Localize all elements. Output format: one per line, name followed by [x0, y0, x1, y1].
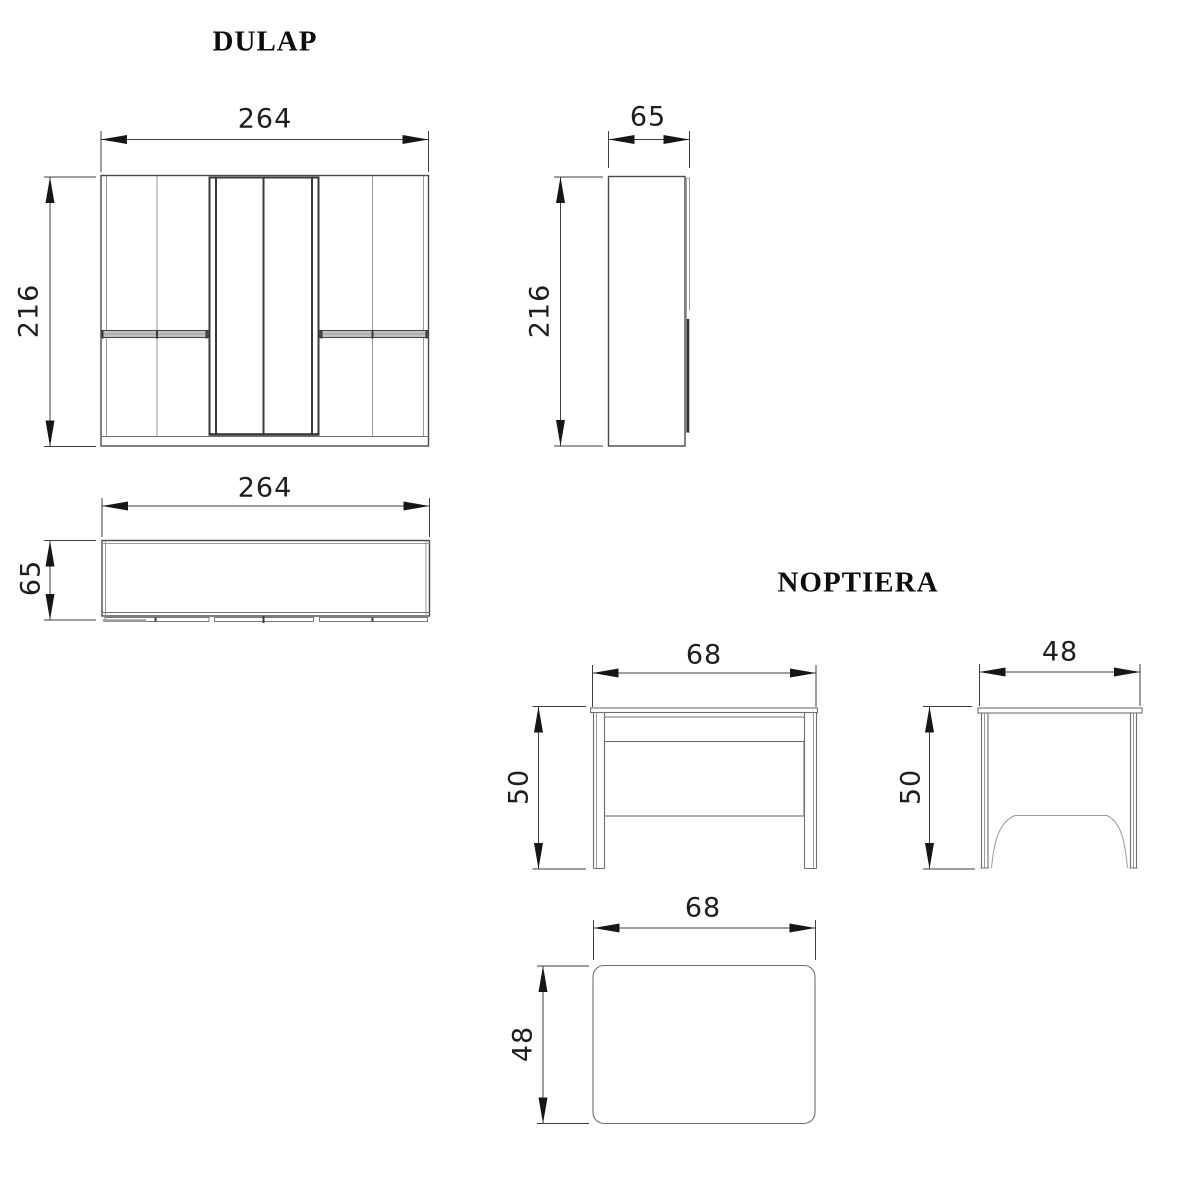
- arrow-left-icon: [608, 135, 635, 144]
- noptiera-side-height-dimension-lines: [923, 706, 975, 870]
- wardrobe-front-outline: [100, 174, 430, 447]
- arrow-up-icon: [556, 177, 565, 203]
- dulap-front-height-dimension-lines: [44, 176, 96, 447]
- dulap-side-width-dimension-lines: [608, 131, 690, 168]
- dulap-side-height-label: 216: [524, 283, 556, 339]
- arrow-up-icon: [45, 540, 55, 567]
- dulap-side-view: [554, 131, 690, 447]
- arrow-right-icon: [402, 135, 429, 144]
- noptiera-front-height-dimension-lines: [532, 706, 586, 870]
- noptiera-top-width-label: 68: [684, 892, 722, 924]
- dulap-front-width-dimension-lines: [100, 131, 429, 172]
- dulap-top-view: [44, 498, 431, 623]
- noptiera-front-width-label: 68: [685, 639, 723, 671]
- nightstand-drawer-front: [603, 740, 805, 817]
- wardrobe-side-door-edge: [685, 177, 690, 433]
- noptiera-front-height-label: 50: [503, 768, 535, 806]
- arrow-right-icon: [403, 501, 430, 511]
- wardrobe-top-outline: [101, 539, 431, 617]
- wardrobe-side-outline: [607, 175, 686, 447]
- arrow-up-icon: [45, 177, 55, 203]
- noptiera-top-depth-label: 48: [507, 1025, 539, 1063]
- dulap-top-width-label: 264: [237, 472, 293, 504]
- noptiera-top-view: [537, 920, 816, 1125]
- arrow-down-icon: [45, 420, 55, 447]
- noptiera-side-width-label: 48: [1041, 636, 1079, 668]
- noptiera-top-width-dimension-lines: [593, 920, 816, 960]
- dulap-front-view: [44, 131, 430, 447]
- arrow-down-icon: [45, 594, 55, 620]
- noptiera-side-height-label: 50: [895, 768, 927, 806]
- dulap-top-depth-label: 65: [15, 559, 47, 597]
- dulap-title: DULAP: [212, 25, 318, 58]
- arrow-right-icon: [1114, 667, 1140, 677]
- arrow-down-icon: [925, 843, 934, 869]
- dulap-side-width-label: 65: [629, 101, 667, 133]
- handle-band-ticks: [101, 330, 428, 339]
- arrow-left-icon: [102, 501, 128, 511]
- dulap-front-height-label: 216: [13, 283, 45, 339]
- noptiera-title: NOPTIERA: [777, 566, 939, 599]
- arrow-left-icon: [593, 923, 620, 933]
- nightstand-arch-cutout: [991, 815, 1128, 869]
- dulap-side-height-dimension-lines: [554, 176, 603, 447]
- arrow-up-icon: [538, 966, 548, 992]
- noptiera-front-width-dimension-lines: [592, 665, 817, 707]
- nightstand-legs: [592, 712, 818, 869]
- arrow-right-icon: [790, 668, 816, 678]
- nightstand-top-outline: [592, 964, 816, 1125]
- mirror-door-frames: [208, 177, 320, 435]
- arrow-left-icon: [979, 667, 1006, 677]
- arrow-left-icon: [101, 135, 127, 144]
- nightstand-side-panels: [980, 713, 1138, 868]
- wardrobe-top-inner-lines: [102, 541, 430, 616]
- dulap-top-width-dimension-lines: [101, 498, 430, 537]
- arrow-right-icon: [789, 923, 816, 933]
- noptiera-top-depth-dimension-lines: [537, 965, 589, 1124]
- arrow-down-icon: [538, 1097, 548, 1124]
- nightstand-leg-inner-lines: [596, 712, 814, 869]
- noptiera-front-view: [532, 665, 819, 870]
- dulap-front-width-label: 264: [237, 103, 293, 135]
- nightstand-side-panel-midlines: [984, 713, 1134, 868]
- noptiera-side-view: [923, 664, 1143, 870]
- arrow-up-icon: [534, 706, 543, 733]
- arrow-down-icon: [534, 843, 543, 869]
- noptiera-side-width-dimension-lines: [979, 664, 1141, 706]
- arrow-down-icon: [556, 420, 565, 446]
- arrow-right-icon: [663, 135, 690, 144]
- arrow-up-icon: [925, 706, 934, 733]
- wardrobe-door-dividers: [156, 176, 373, 437]
- nightstand-side-top-panel: [977, 707, 1143, 714]
- wardrobe-side-panel-lines: [106, 176, 424, 437]
- door-strip-ticks: [154, 617, 374, 622]
- arrow-left-icon: [592, 668, 619, 678]
- nightstand-top-panel: [589, 707, 819, 714]
